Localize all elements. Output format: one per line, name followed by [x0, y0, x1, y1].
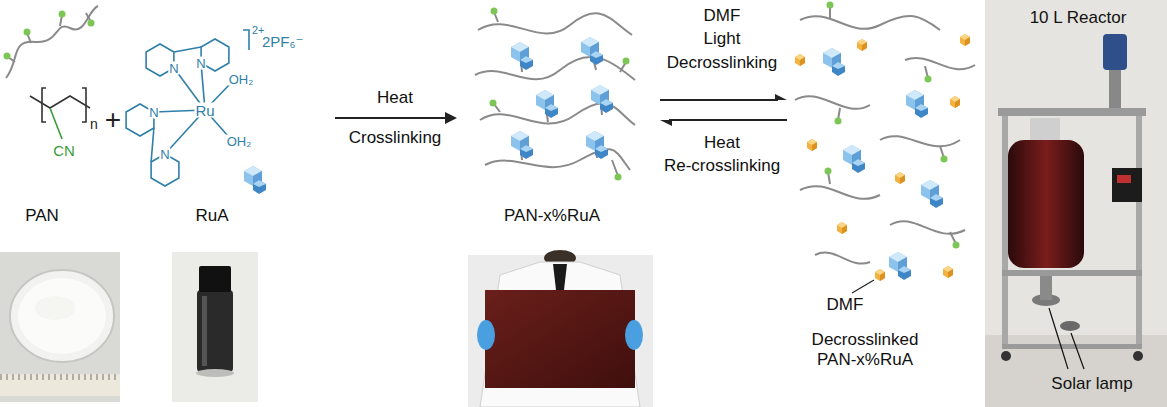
free-chains	[795, 6, 975, 264]
compound-label: RuA	[195, 206, 228, 226]
compound-label: Decrosslinked PAN-x%RuA	[790, 330, 940, 369]
part-label: Solar lamp	[1051, 374, 1132, 394]
powder-photo	[0, 252, 120, 402]
compound-label: PAN	[25, 206, 59, 226]
reversible-arrows	[660, 94, 787, 126]
leader-line	[852, 280, 874, 293]
pan-structure	[30, 88, 90, 122]
process-label: Decrosslinking	[667, 53, 778, 73]
atom-label: N	[168, 62, 179, 75]
atom-label: OH₂	[228, 73, 255, 86]
atom-label: OH₂	[226, 135, 253, 148]
film-photo	[468, 250, 653, 407]
rua-structure	[126, 30, 249, 186]
nitrile-dot	[825, 2, 960, 249]
process-label: Crosslinking	[349, 128, 442, 148]
leader-line	[1049, 308, 1084, 369]
reactor-photo	[985, 0, 1167, 407]
nitrile-dot	[4, 11, 95, 60]
network-chains	[475, 12, 635, 176]
photo-label: 10 L Reactor	[1030, 8, 1127, 28]
reaction-arrow	[335, 112, 457, 124]
condition-label: Heat	[377, 88, 413, 108]
condition-label: Heat	[704, 133, 740, 153]
compound-label: PAN-x%RuA	[504, 206, 600, 226]
ru-crosslink	[511, 37, 613, 159]
vial-photo	[172, 252, 258, 402]
ru-complex	[823, 48, 943, 280]
atom-label: Ru	[194, 103, 215, 118]
dmf-molecule	[795, 34, 970, 281]
rua-icon	[244, 166, 266, 194]
solvent-label: DMF	[827, 295, 864, 315]
repeat-label: n	[90, 116, 98, 132]
cn-bond	[50, 108, 62, 139]
counter-ion-label: 2PF₆⁻	[262, 33, 303, 50]
condition-label: DMF	[704, 6, 741, 26]
atom-label: N	[159, 148, 170, 161]
pan-chain	[6, 6, 98, 78]
plus-sign: +	[105, 106, 121, 134]
process-label: Re-crosslinking	[664, 156, 780, 176]
nitrile-dot	[490, 8, 630, 181]
group-label: CN	[53, 143, 75, 158]
atom-label: N	[195, 57, 206, 70]
condition-label: Light	[704, 29, 741, 49]
atom-label: N	[148, 106, 159, 119]
